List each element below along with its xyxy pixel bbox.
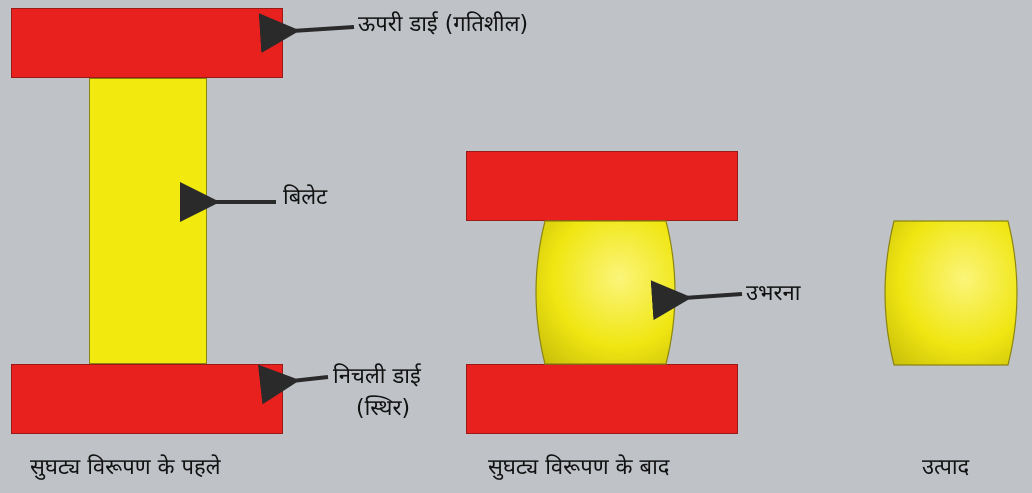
caption-after: सुघट्य विरूपण के बाद [488,455,670,480]
lower-die-label-line1: निचली डाई [333,364,421,389]
caption-product: उत्पाद [922,455,970,480]
lower-die-before [11,364,283,434]
upper-die-arrow [258,13,355,54]
product-workpiece [884,220,1018,366]
upper-die-after [466,151,738,221]
upper-die-before [11,8,283,78]
bulged-billet [535,220,676,365]
billet-label: बिलेट [283,185,328,210]
lower-die-arrow [257,364,329,405]
lower-die-after [466,364,738,434]
upper-die-label: ऊपरी डाई (गतिशील) [358,12,529,37]
caption-before: सुघट्य विरूपण के पहले [30,455,221,480]
lower-die-label-line2: (स्थिर) [356,396,411,421]
bulging-label: उभरना [746,281,801,306]
bulging-arrow [650,280,743,321]
